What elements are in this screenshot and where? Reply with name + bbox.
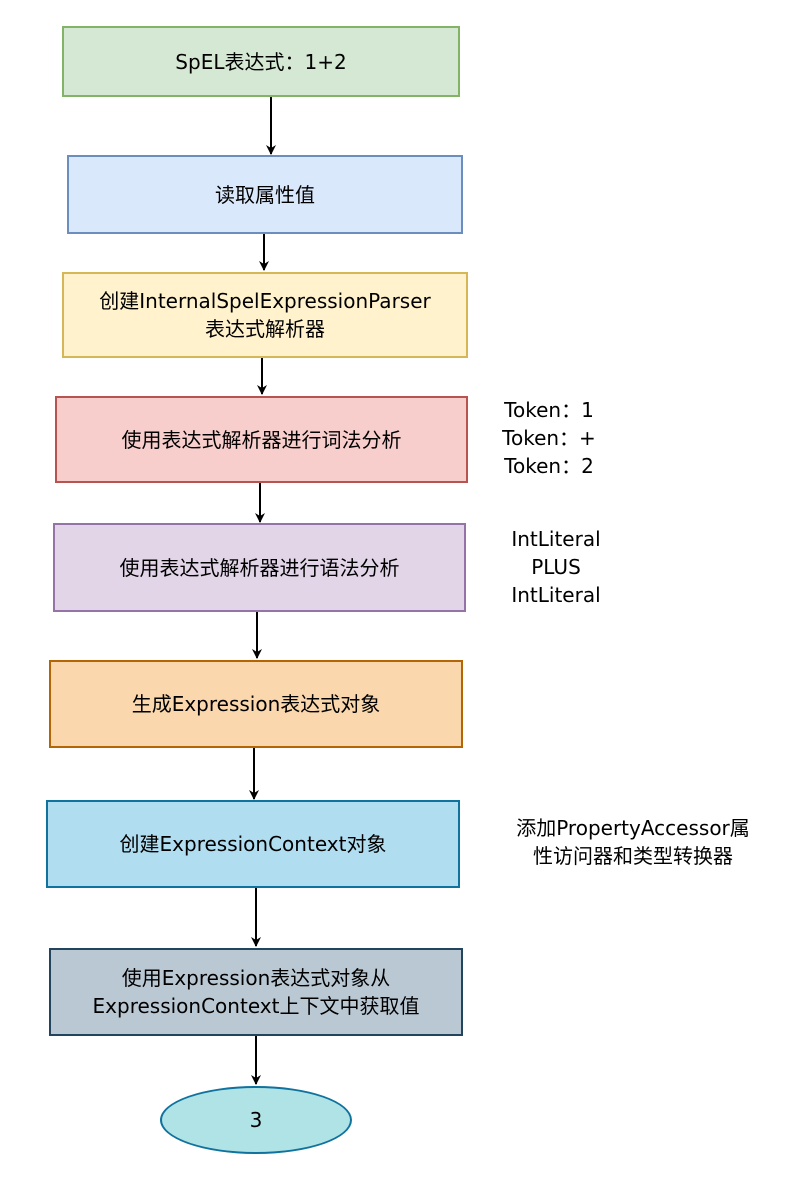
- get-value-label-line1: 使用Expression表达式对象从: [121, 966, 391, 990]
- read-property-node: 读取属性值: [67, 155, 463, 234]
- get-value-label-line2: ExpressionContext上下文中获取值: [92, 994, 420, 1018]
- get-value-node: 使用Expression表达式对象从 ExpressionContext上下文中…: [49, 948, 463, 1036]
- result-node: 3: [160, 1086, 352, 1154]
- generate-expression-label: 生成Expression表达式对象: [131, 692, 381, 716]
- ast-node-3: IntLiteral: [511, 583, 601, 607]
- ast-annotation: IntLiteral PLUS IntLiteral: [494, 525, 618, 609]
- lexical-analysis-node: 使用表达式解析器进行词法分析: [55, 396, 468, 483]
- generate-expression-node: 生成Expression表达式对象: [49, 660, 463, 748]
- create-parser-node: 创建InternalSpelExpressionParser 表达式解析器: [62, 272, 468, 358]
- ast-node-2: PLUS: [531, 555, 581, 579]
- context-note-line1: 添加PropertyAccessor属: [516, 816, 750, 840]
- result-label: 3: [249, 1108, 263, 1132]
- spel-expression-node: SpEL表达式：1+2: [62, 26, 460, 97]
- spel-expression-label: SpEL表达式：1+2: [175, 49, 347, 74]
- token-annotation: Token：1 Token：+ Token：2: [494, 396, 604, 480]
- syntax-analysis-node: 使用表达式解析器进行语法分析: [53, 523, 466, 612]
- read-property-label: 读取属性值: [215, 182, 315, 207]
- ast-node-1: IntLiteral: [511, 527, 601, 551]
- context-note-line2: 性访问器和类型转换器: [533, 844, 733, 868]
- token-3: Token：2: [504, 454, 594, 478]
- syntax-analysis-label: 使用表达式解析器进行语法分析: [119, 555, 400, 580]
- token-2: Token：+: [502, 426, 596, 450]
- create-context-node: 创建ExpressionContext对象: [46, 800, 460, 888]
- create-parser-label-line1: 创建InternalSpelExpressionParser: [99, 289, 431, 313]
- lexical-analysis-label: 使用表达式解析器进行词法分析: [121, 427, 402, 452]
- create-parser-label-line2: 表达式解析器: [205, 317, 325, 341]
- context-annotation: 添加PropertyAccessor属 性访问器和类型转换器: [492, 814, 774, 870]
- create-context-label: 创建ExpressionContext对象: [119, 832, 387, 856]
- token-1: Token：1: [504, 398, 594, 422]
